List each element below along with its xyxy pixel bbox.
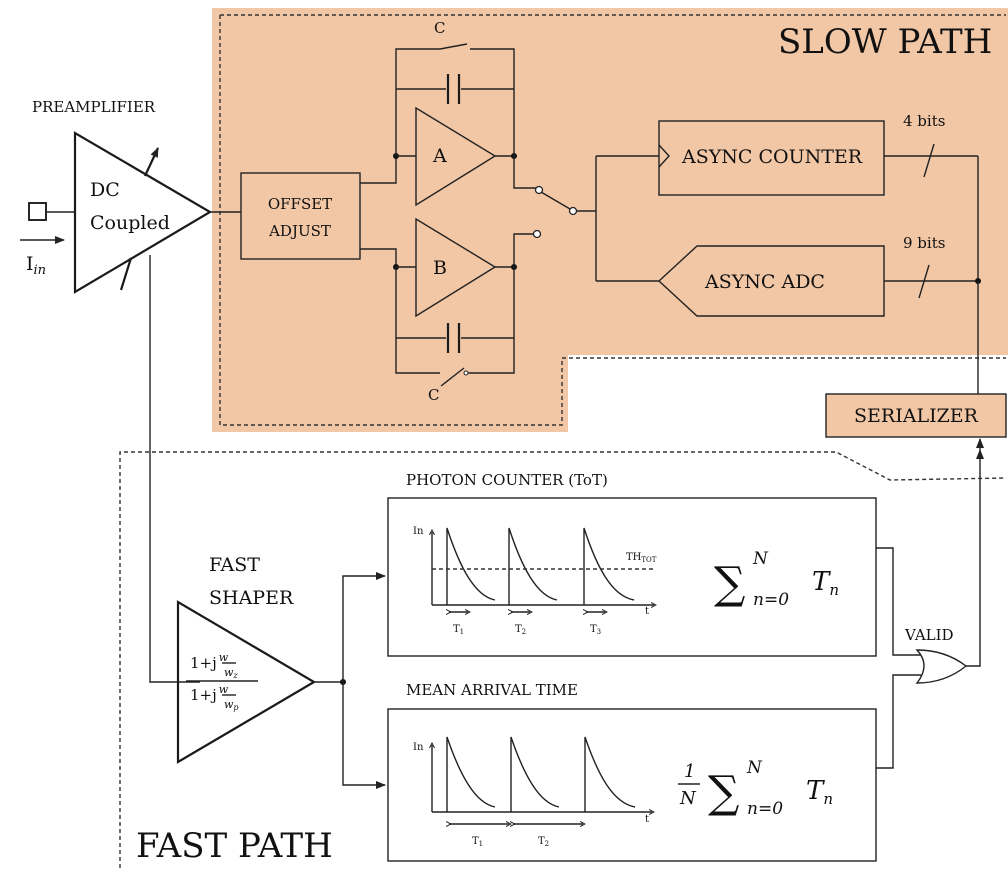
async-adc-block: ASYNC ADC 9 bits [596,234,981,394]
sum-lower-limit: n=0 [747,799,783,819]
async-counter-block: ASYNC COUNTER 4 bits [596,112,979,281]
selector-switch [513,156,597,281]
fast-shaper-triangle [176,600,317,764]
gain-adjust-arrow-icon [144,147,159,177]
pulse-1 [446,736,496,812]
or-gate-icon [915,649,968,684]
sum-upper-limit: N [746,758,763,778]
pulse-3 [583,527,635,605]
offset-adjust-label-1: OFFSET [268,195,332,213]
preamplifier-label-dc: DC [90,179,120,201]
selector-switch-icon [540,191,571,210]
interval-label-t2: T2 [515,624,526,636]
preamplifier-triangle [73,131,213,294]
pulse-2 [508,527,558,605]
counter-bits-label: 4 bits [903,112,945,130]
interval-label-t1: T1 [472,836,483,848]
sum-sigma-icon: ∑ [708,767,739,818]
reset-switch-top-icon [439,43,468,50]
valid-label: VALID [904,626,954,644]
interval-label-t1: T1 [453,624,464,636]
offset-adjust-label-2: ADJUST [268,222,331,240]
preamplifier-title: PREAMPLIFIER [32,98,156,116]
amplifier-a-label: A [432,145,447,167]
clock-input-icon [658,144,670,168]
offset-adjust-block: OFFSET ADJUST [240,172,361,260]
sum-upper-limit: N [752,549,769,569]
sum-lower-limit: n=0 [753,590,789,610]
serializer-label: SERIALIZER [854,405,979,427]
photon-counter-block: PHOTON COUNTER (ToT) In t THTOT T1 T2 T3… [387,471,877,657]
adc-bits-label: 9 bits [903,234,945,252]
mean-arrival-title: MEAN ARRIVAL TIME [406,681,578,699]
photon-counter-title: PHOTON COUNTER (ToT) [406,471,608,489]
integrator-b: B C [393,217,517,404]
slow-path-region: SLOW PATH [212,8,1008,432]
photon-plot-y-label: In [413,526,424,537]
bus-slash-icon [923,143,935,178]
frac-numerator: 1 [684,761,695,782]
pulse-1 [446,527,496,605]
amplifier-a-triangle [415,106,497,207]
fast-path-region: FAST PATH [119,451,1007,868]
input-current-label: Iin [26,253,46,278]
interval-label-t3: T3 [590,624,601,636]
photon-plot-x-label: t [645,606,649,617]
pulse-3 [584,736,636,812]
shaper-numerator-den: wz [224,666,238,680]
reset-switch-bottom-icon [440,367,465,387]
gain-adjust-bar-icon [119,257,133,291]
preamplifier-label-coupled: Coupled [90,212,170,234]
fast-shaper-title-2: SHAPER [209,587,294,609]
pulse-2 [510,736,560,812]
sum-term: Tn [806,776,833,808]
serializer-block: SERIALIZER [825,393,1007,438]
shaper-denominator-den: wp [224,698,239,712]
valid-or-gate: VALID [876,438,984,769]
mean-plot-x-label: t [645,814,649,825]
slow-path-title: SLOW PATH [778,22,992,62]
tot-threshold-label: THTOT [626,552,657,564]
interval-label-t2: T2 [538,836,549,848]
switch-bottom-label: C [428,386,439,404]
sum-sigma-icon: ∑ [714,558,745,609]
fast-shaper-title-1: FAST [209,554,260,576]
async-counter-label: ASYNC COUNTER [681,146,863,168]
bus-slash-icon [918,264,930,299]
preamplifier: PREAMPLIFIER Iin DC Coupled [20,98,213,294]
switch-top-label: C [434,19,445,37]
fast-path-title: FAST PATH [136,826,333,866]
mean-arrival-block: MEAN ARRIVAL TIME In t T1 T2 1 N ∑ N n=0… [387,681,877,862]
async-adc-label: ASYNC ADC [704,271,825,293]
input-pad-icon [28,202,47,221]
sum-term: Tn [812,567,839,599]
mean-plot-y-label: In [413,742,424,753]
amplifier-b-label: B [433,257,447,279]
integrator-a: A C [393,19,517,207]
frac-denominator: N [679,788,697,809]
amplifier-b-triangle [415,217,497,318]
